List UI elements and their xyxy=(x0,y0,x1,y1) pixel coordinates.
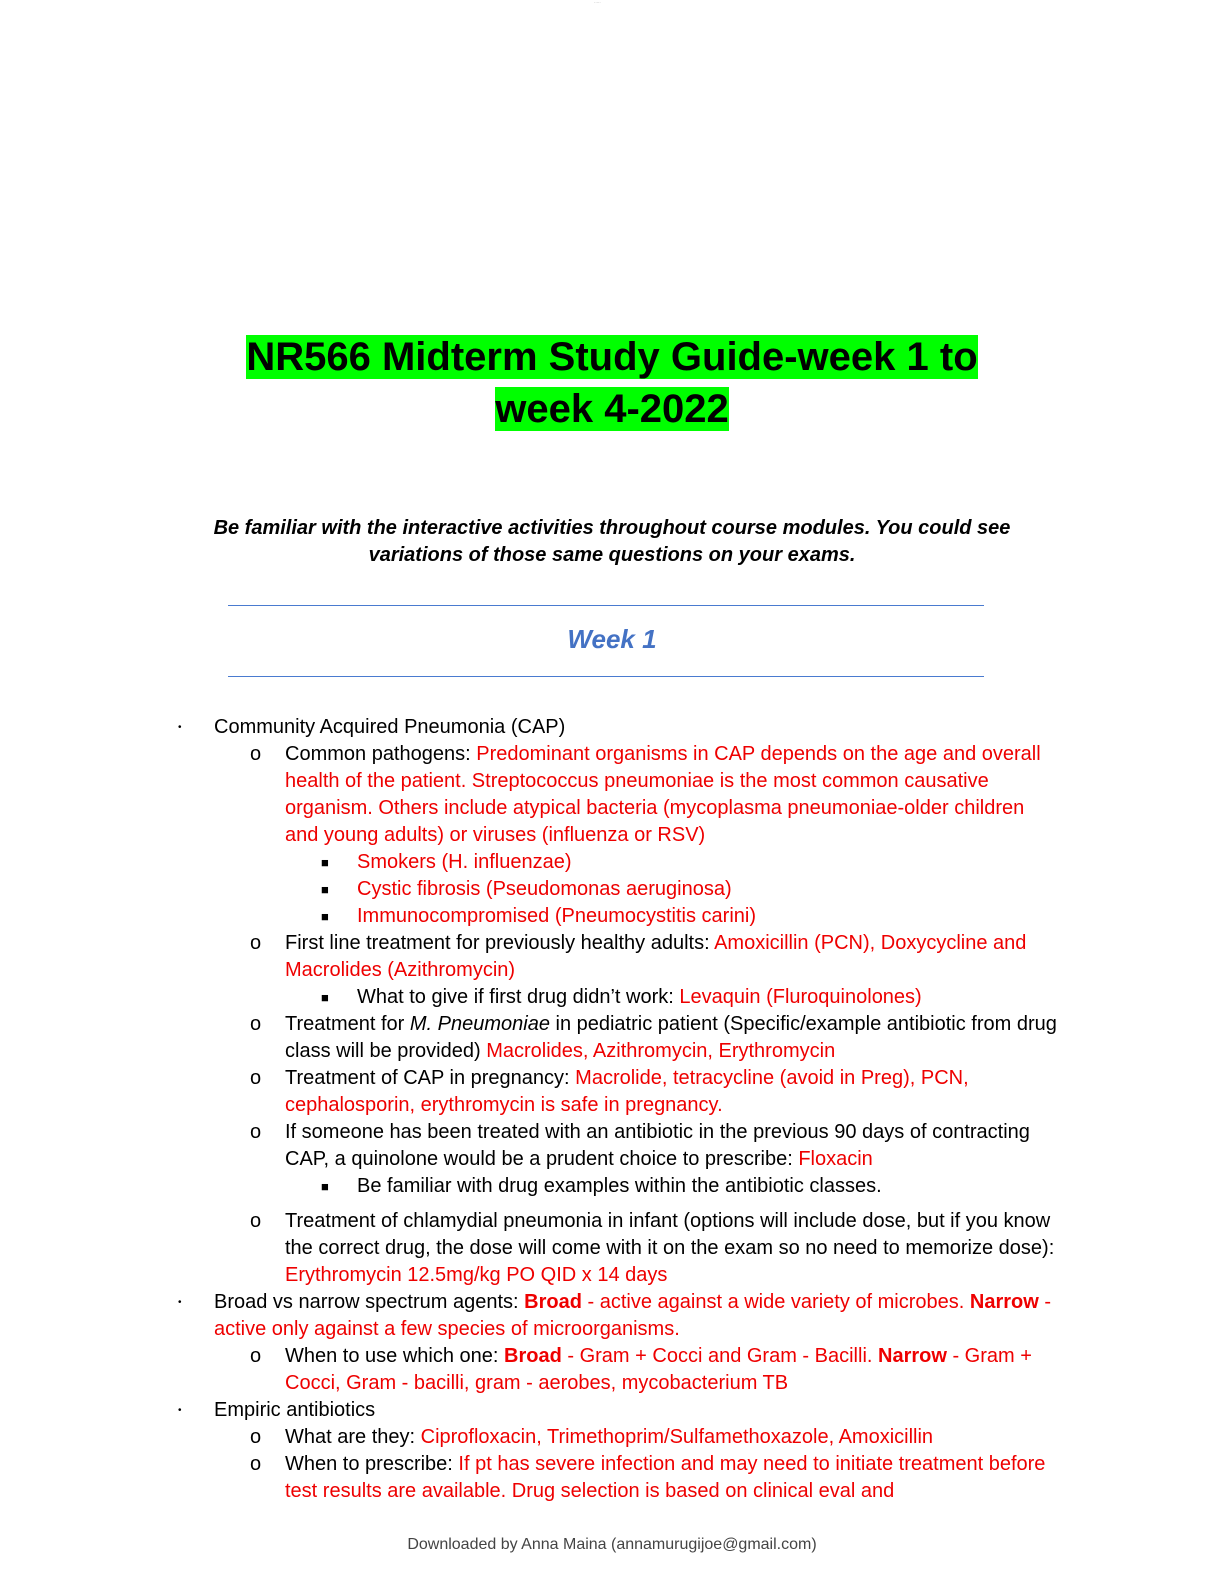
week-heading: Week 1 xyxy=(567,624,657,654)
answer-text: Levaquin (Fluroquinolones) xyxy=(679,986,922,1008)
header-mark: ····· xyxy=(594,0,601,5)
bullet-marker: o xyxy=(250,1121,262,1143)
bullet-marker: • xyxy=(178,1297,182,1308)
list-item: o First line treatment for previously he… xyxy=(250,932,1027,981)
notice-line-2: variations of those same questions on yo… xyxy=(368,544,856,566)
bullet-marker: o xyxy=(250,1067,262,1089)
bullet-marker: • xyxy=(178,722,182,733)
answer-text: Predominant organisms in CAP depends on … xyxy=(285,743,1041,846)
answer-text: Ciprofloxacin, Trimethoprim/Sulfamethoxa… xyxy=(420,1426,934,1448)
divider-top xyxy=(228,605,984,606)
bullet-marker: o xyxy=(250,1210,262,1232)
answer-text: Amoxicillin (PCN), Doxycycline and Macro… xyxy=(285,932,1027,981)
list-item: o Common pathogens: Predominant organism… xyxy=(250,743,1041,846)
list-item: o Treatment of chlamydial pneumonia in i… xyxy=(250,1210,1055,1286)
title-line-1: NR566 Midterm Study Guide-week 1 to xyxy=(246,335,978,379)
list-item: ■ What to give if first drug didn’t work… xyxy=(0,984,1060,1011)
exam-notice: Be familiar with the interactive activit… xyxy=(120,515,1104,569)
list-item: ■ Be familiar with drug examples within … xyxy=(0,1173,1060,1200)
list-item: • Empiric antibiotics xyxy=(0,1397,1060,1424)
bullet-marker: o xyxy=(250,1426,262,1448)
document-title: NR566 Midterm Study Guide-week 1 to week… xyxy=(0,331,1224,435)
study-outline: • Community Acquired Pneumonia (CAP) o C… xyxy=(0,714,1224,1505)
bullet-marker: o xyxy=(250,932,262,954)
answer-text: Floxacin xyxy=(798,1148,873,1170)
list-item: • Broad vs narrow spectrum agents: Broad… xyxy=(178,1291,1052,1340)
answer-text: If pt has severe infection and may need … xyxy=(285,1453,1046,1502)
list-item: • Community Acquired Pneumonia (CAP) xyxy=(0,714,1060,741)
bullet-marker: o xyxy=(250,743,262,765)
bullet-marker: o xyxy=(250,1345,262,1367)
answer-text: Macrolide, tetracycline (avoid in Preg),… xyxy=(285,1067,969,1116)
notice-line-1: Be familiar with the interactive activit… xyxy=(213,517,1011,539)
bullet-marker: o xyxy=(250,1453,262,1475)
list-item: ■ Smokers (H. influenzae) xyxy=(0,849,1060,876)
download-footer: Downloaded by Anna Maina (annamurugijoe@… xyxy=(407,1536,817,1553)
list-item: ■ Cystic fibrosis (Pseudomonas aeruginos… xyxy=(0,876,1060,903)
answer-text: Erythromycin 12.5mg/kg PO QID x 14 days xyxy=(285,1264,668,1286)
list-item: o If someone has been treated with an an… xyxy=(250,1121,1030,1170)
bullet-marker: ■ xyxy=(321,1179,329,1194)
list-item: o When to prescribe: If pt has severe in… xyxy=(250,1453,1046,1502)
answer-text: Macrolides, Azithromycin, Erythromycin xyxy=(486,1040,836,1062)
answer-text: Cystic fibrosis (Pseudomonas aeruginosa) xyxy=(357,878,732,900)
bullet-marker: • xyxy=(178,1405,182,1416)
bullet-marker: ■ xyxy=(321,909,329,924)
answer-text: Smokers (H. influenzae) xyxy=(357,851,572,873)
list-item: o Treatment for M. Pneumoniae in pediatr… xyxy=(250,1013,1057,1062)
divider-bottom xyxy=(228,676,984,677)
bullet-marker: ■ xyxy=(321,990,329,1005)
list-item: o When to use which one: Broad - Gram + … xyxy=(250,1345,1032,1394)
list-item: o What are they: Ciprofloxacin, Trimetho… xyxy=(0,1424,1060,1451)
bullet-marker: ■ xyxy=(321,855,329,870)
title-line-2: week 4-2022 xyxy=(495,387,729,431)
list-item: o Treatment of CAP in pregnancy: Macroli… xyxy=(250,1067,969,1116)
list-item: ■ Immunocompromised (Pneumocystitis cari… xyxy=(0,903,1060,930)
bullet-marker: ■ xyxy=(321,882,329,897)
bullet-marker: o xyxy=(250,1013,262,1035)
answer-text: Immunocompromised (Pneumocystitis carini… xyxy=(357,905,757,927)
